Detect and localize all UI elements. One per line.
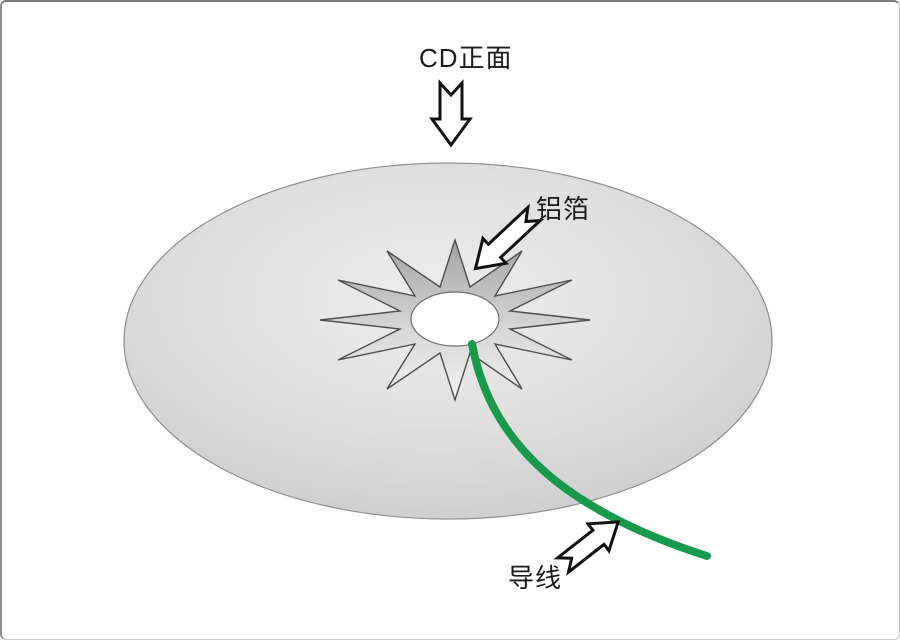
down-block-arrow-icon <box>429 79 473 148</box>
center-hole <box>410 291 500 347</box>
label-wire: 导线 <box>508 563 563 593</box>
foil-pointer-arrow-icon <box>473 203 545 271</box>
wire-pointer-arrow-icon <box>553 520 621 576</box>
label-cd-front: CD正面 <box>419 43 513 73</box>
wire-line <box>468 340 711 560</box>
label-foil: 铝箔 <box>536 194 591 224</box>
